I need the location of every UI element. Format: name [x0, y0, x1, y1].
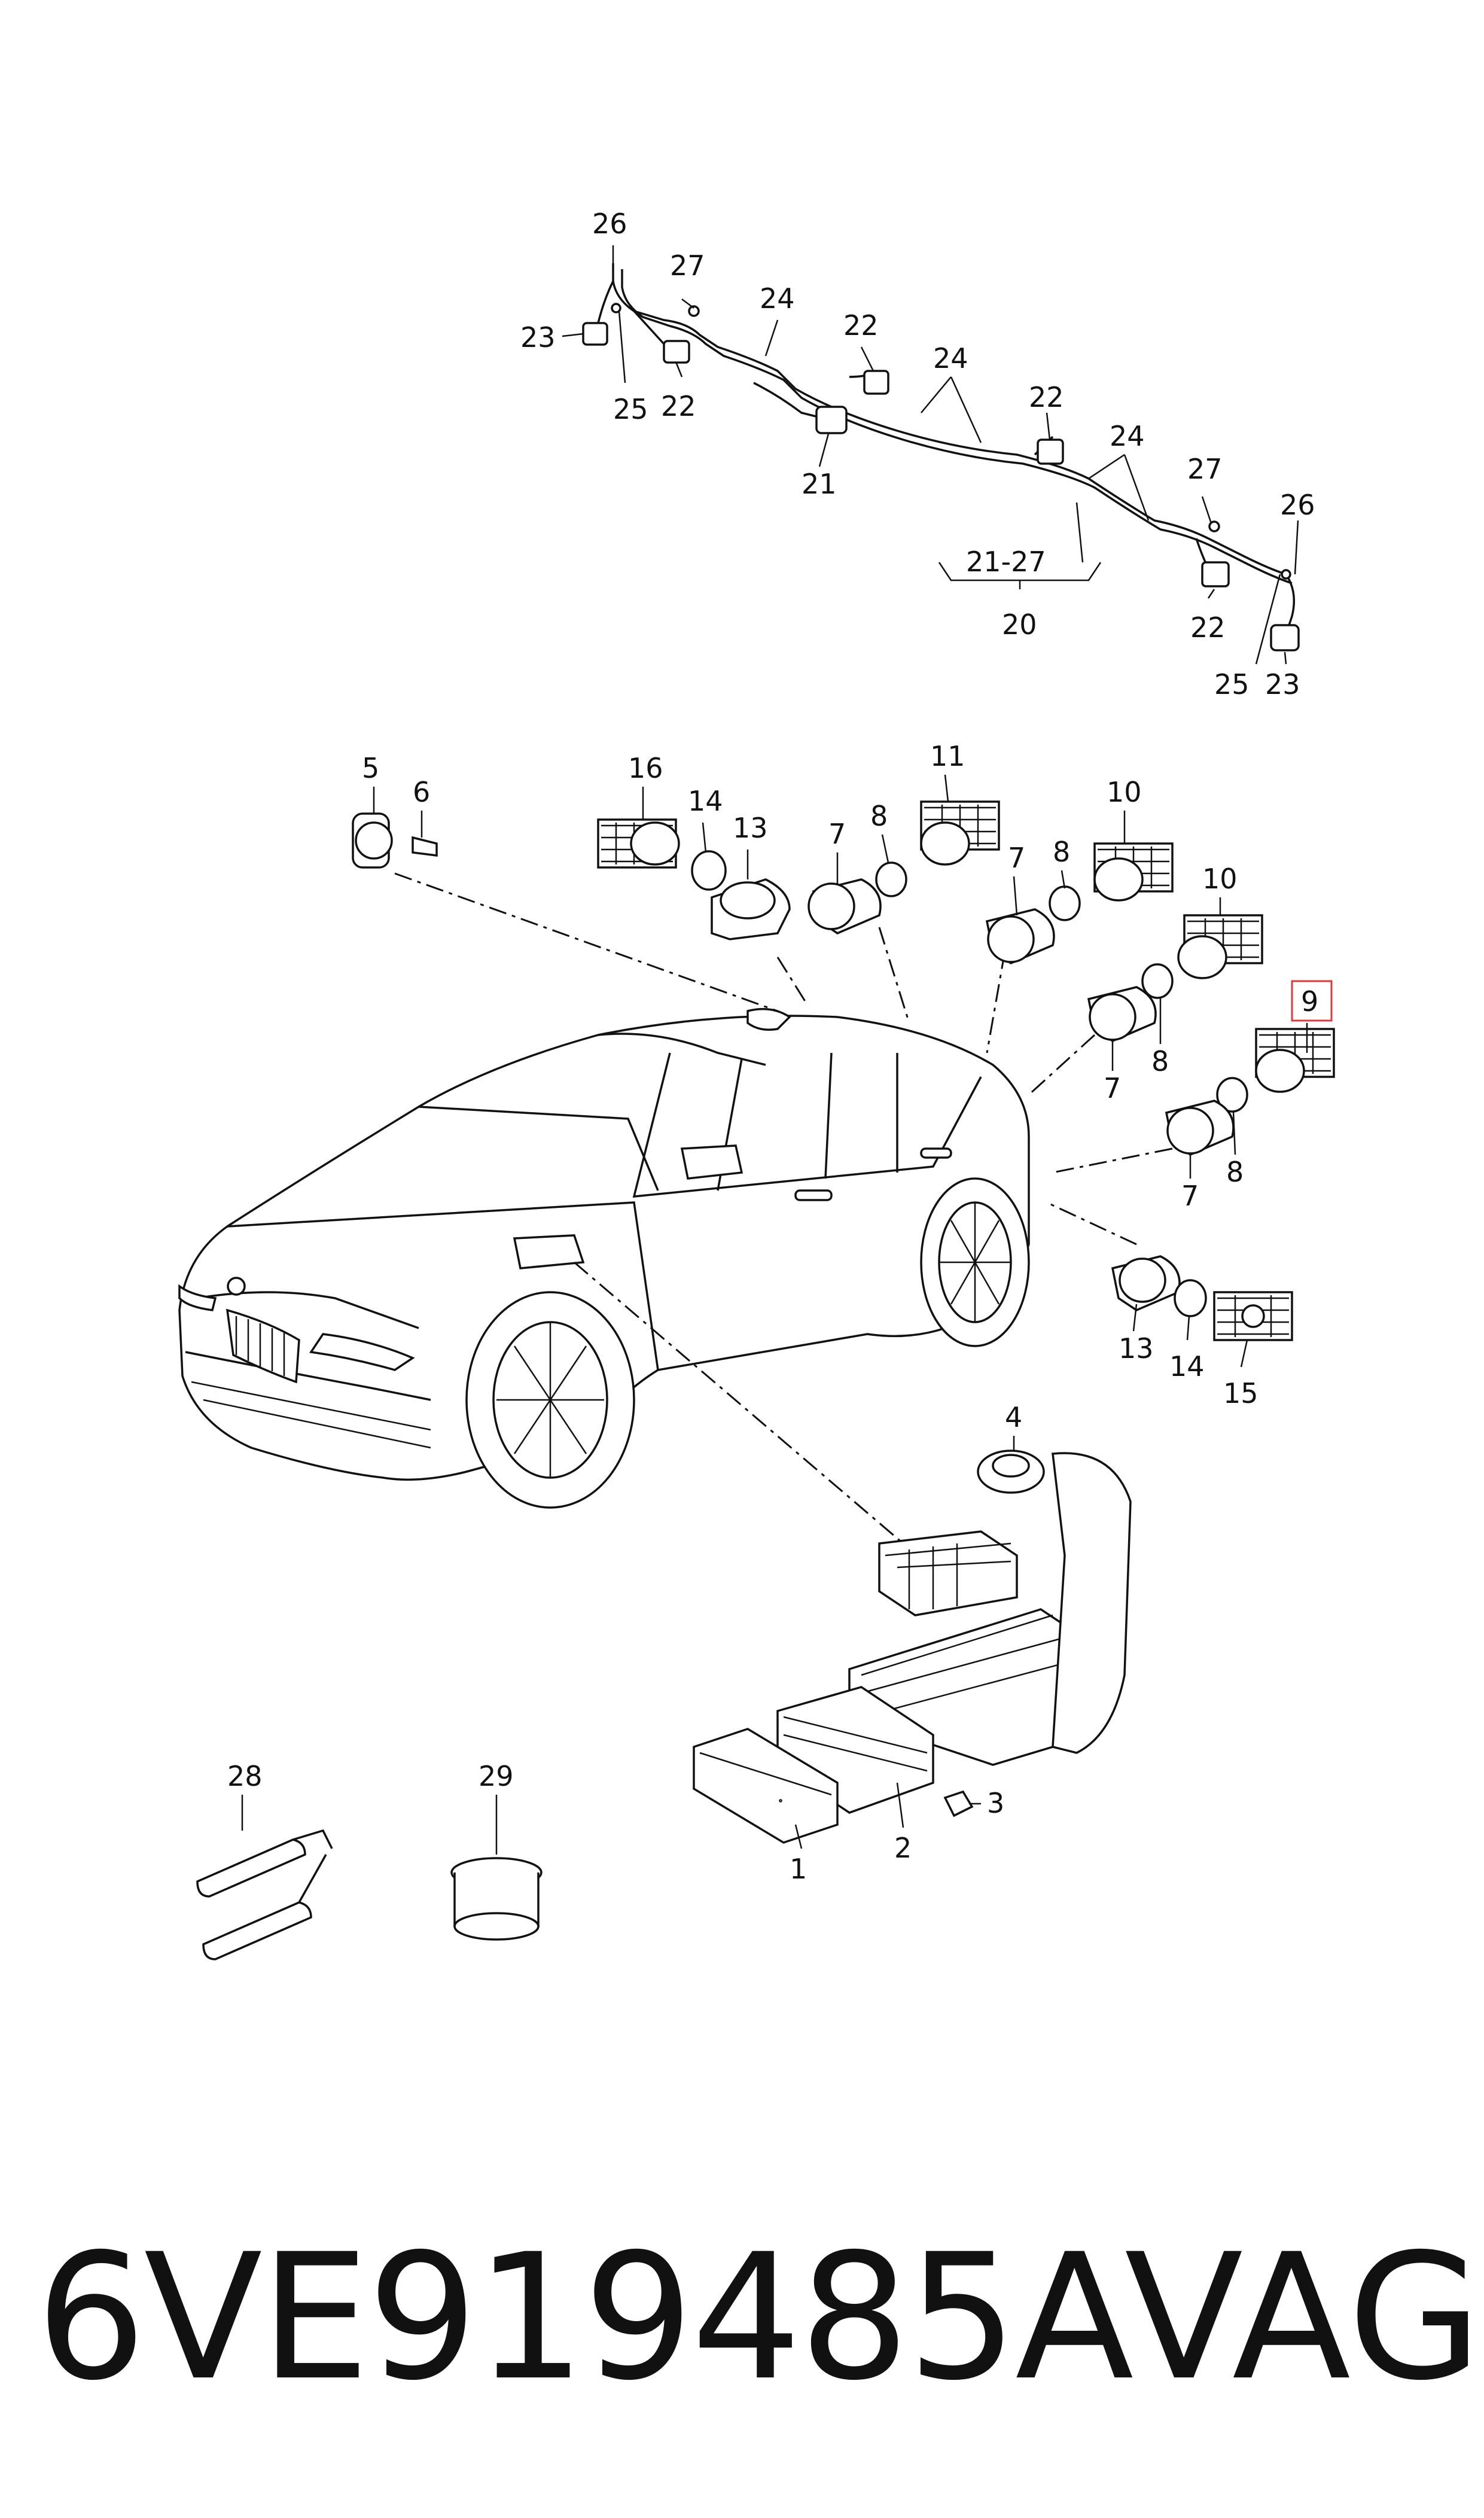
callout-10: 10 — [1202, 863, 1238, 895]
callout-13: 13 — [1119, 1332, 1154, 1365]
callout-6: 6 — [413, 776, 430, 808]
callout-24: 24 — [1110, 420, 1145, 452]
callout-14: 14 — [1169, 1350, 1205, 1383]
wiring-harness — [562, 245, 1300, 665]
callout-2: 2 — [894, 1832, 912, 1864]
callout-1: 1 — [790, 1853, 807, 1885]
callout-14: 14 — [688, 785, 723, 817]
sensor-group-right — [985, 842, 1335, 1341]
tools — [196, 1795, 782, 1960]
callout-26: 26 — [1280, 489, 1315, 521]
callout-25: 25 — [613, 393, 648, 425]
callout-24: 24 — [933, 342, 968, 374]
callout-23: 23 — [1265, 668, 1300, 701]
part-number: 6VE919485A — [36, 2217, 1134, 2419]
callout-24: 24 — [760, 282, 795, 315]
callout-4: 4 — [1005, 1401, 1022, 1433]
callout-21: 21 — [802, 468, 837, 500]
callout-7: 7 — [1181, 1180, 1199, 1212]
callout-8: 8 — [1151, 1045, 1169, 1077]
callout-29: 29 — [479, 1760, 514, 1792]
callout-15: 15 — [1223, 1377, 1258, 1409]
callout-5: 5 — [362, 752, 379, 784]
callout-3: 3 — [987, 1787, 1004, 1819]
callout-7: 7 — [1008, 842, 1025, 874]
reference-lines — [394, 872, 1173, 1545]
callout-25: 25 — [1214, 668, 1250, 701]
highlight-box — [1291, 980, 1333, 1022]
callout-20: 20 — [1002, 608, 1037, 641]
callout-28: 28 — [227, 1760, 263, 1792]
callout-21-27: 21-27 — [966, 546, 1046, 578]
callout-27: 27 — [670, 249, 705, 282]
brand-name: VAG — [1125, 2217, 1482, 2419]
callout-27: 27 — [1187, 453, 1223, 485]
control-unit-assembly — [693, 1436, 1132, 1849]
sensor-group-top — [352, 800, 1000, 940]
highlighted-callout-9: 9 — [1301, 985, 1318, 1018]
callout-8: 8 — [1226, 1156, 1244, 1188]
callout-labels: 26 27 24 23 25 22 22 24 21 22 24 27 26 2… — [227, 208, 1318, 1885]
callout-10: 10 — [1107, 776, 1142, 808]
callout-22: 22 — [1190, 611, 1226, 644]
callout-23: 23 — [520, 321, 556, 354]
callout-22: 22 — [843, 309, 879, 342]
car-outline — [178, 1007, 1030, 1509]
callout-7: 7 — [828, 818, 846, 850]
callout-8: 8 — [870, 800, 888, 832]
callout-26: 26 — [592, 208, 627, 240]
callout-22: 22 — [1029, 381, 1064, 413]
callout-16: 16 — [628, 752, 663, 784]
callout-7: 7 — [1104, 1072, 1121, 1104]
callout-11: 11 — [930, 740, 965, 772]
callout-13: 13 — [733, 812, 768, 844]
sensor-leaders — [373, 774, 1308, 1368]
callout-22: 22 — [661, 390, 696, 422]
parts-diagram: 26 27 24 23 25 22 22 24 21 22 24 27 26 2… — [178, 208, 1335, 1960]
callout-8: 8 — [1053, 836, 1070, 868]
